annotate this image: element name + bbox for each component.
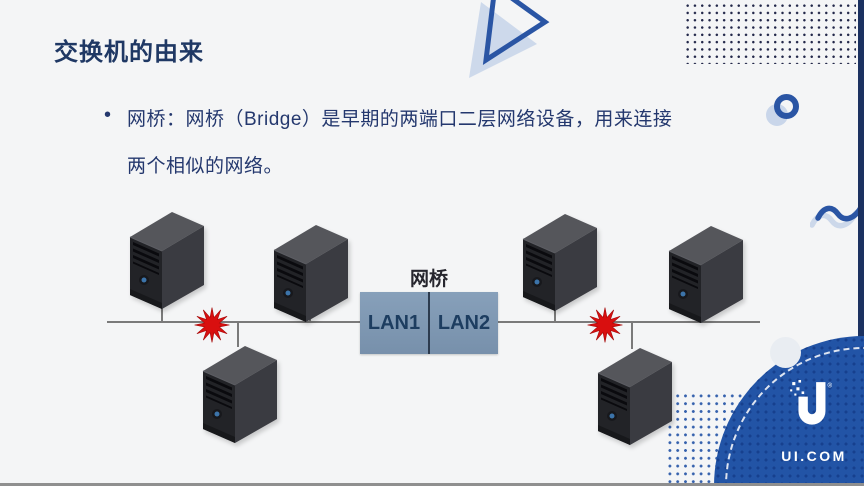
- arc-end-circle-decoration: [770, 337, 801, 368]
- ubiquiti-logo-icon: ®: [790, 380, 833, 425]
- computer-icon: [124, 207, 208, 309]
- registered-mark: ®: [828, 382, 833, 389]
- network-bus-right: [498, 321, 760, 323]
- bottom-edge-strip: [0, 483, 864, 486]
- bridge-port-lan1: LAN1: [360, 292, 430, 354]
- bullet-text-line1: 网桥：网桥（Bridge）是早期的两端口二层网络设备，用来连接: [127, 109, 673, 130]
- collision-starburst-icon: [587, 307, 623, 343]
- bridge-port-lan2: LAN2: [437, 311, 491, 334]
- bridge-label: 网桥: [409, 269, 448, 290]
- computer-icon: [663, 221, 747, 323]
- connector-line: [631, 322, 633, 349]
- network-bus-left: [107, 321, 360, 323]
- bullet-text-line2: 两个相似的网络。: [127, 156, 284, 177]
- right-edge-bar: [858, 0, 864, 486]
- computer-icon: [517, 209, 601, 311]
- bridge-device: LAN1 LAN2: [360, 292, 498, 354]
- connector-line: [237, 322, 239, 347]
- triangle-decoration-icon: [469, 0, 550, 78]
- dot-grid-top-right: [684, 2, 856, 64]
- computer-icon: [268, 220, 352, 322]
- connector-line: [554, 302, 556, 322]
- computer-icon: [197, 341, 281, 443]
- computer-icon: [592, 343, 676, 445]
- collision-starburst-icon: [194, 307, 230, 343]
- ring-decoration-icon: [774, 94, 799, 119]
- brand-site-text: UI.COM: [781, 448, 847, 464]
- bullet-marker: •: [104, 104, 112, 126]
- connector-line: [161, 300, 163, 322]
- squiggle-decoration-icon: [810, 203, 864, 229]
- page-title: 交换机的由来: [54, 39, 204, 66]
